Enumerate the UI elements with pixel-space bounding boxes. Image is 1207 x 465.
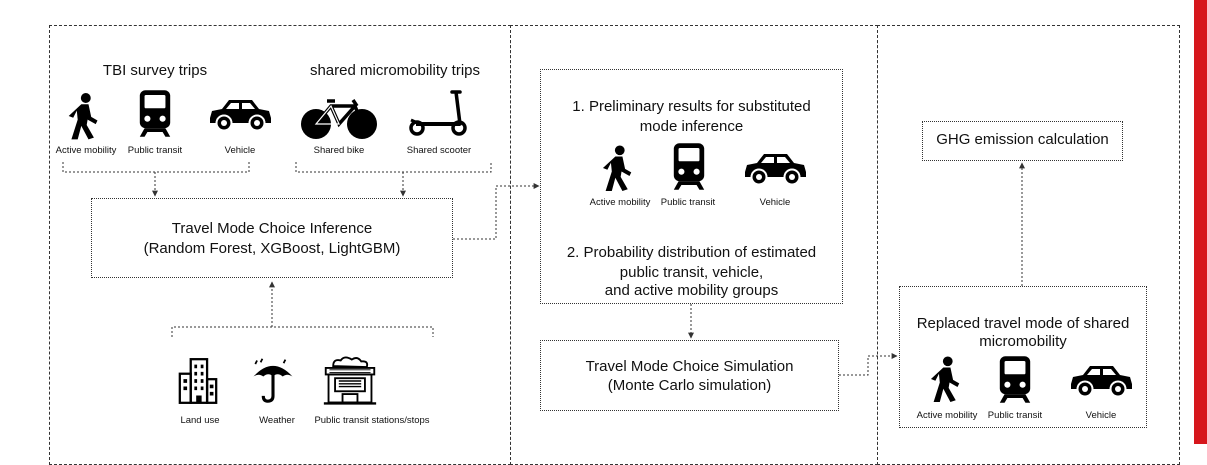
building-icon <box>178 356 218 406</box>
label-shared-bike: Shared bike <box>313 145 365 156</box>
label-public-transit: Public transit <box>660 197 716 208</box>
car-icon <box>743 150 807 186</box>
station-icon <box>322 356 378 406</box>
inference-line1: Travel Mode Choice Inference <box>171 220 373 237</box>
label-active-mobility: Active mobility <box>916 410 978 421</box>
label-transit-stations: Public transit stations/stops <box>314 415 430 426</box>
scooter-icon <box>408 90 468 138</box>
inference-line2: (Random Forest, XGBoost, LightGBM) <box>143 240 401 257</box>
results-item2-line3: and active mobility groups <box>604 282 779 299</box>
bicycle-icon <box>299 96 379 140</box>
label-active-mobility: Active mobility <box>589 197 651 208</box>
umbrella-icon <box>250 356 296 404</box>
simulation-line2: (Monte Carlo simulation) <box>607 377 772 394</box>
walking-person-icon <box>600 145 636 191</box>
train-icon <box>670 141 708 191</box>
label-vehicle: Vehicle <box>1085 410 1117 421</box>
simulation-box <box>540 340 839 411</box>
car-icon <box>208 96 272 132</box>
results-item1-line2: mode inference <box>639 118 744 135</box>
train-icon <box>996 354 1034 404</box>
ghg-label: GHG emission calculation <box>936 131 1109 148</box>
label-vehicle: Vehicle <box>759 197 791 208</box>
walking-person-icon <box>928 356 964 402</box>
replaced-line1: Replaced travel mode of shared <box>916 315 1130 332</box>
label-public-transit: Public transit <box>127 145 183 156</box>
ghg-box <box>922 121 1123 161</box>
replaced-box <box>899 286 1147 428</box>
label-shared-scooter: Shared scooter <box>406 145 472 156</box>
results-item2-line1: 2. Probability distribution of estimated <box>566 244 817 261</box>
label-weather: Weather <box>259 415 295 426</box>
inference-box <box>91 198 453 278</box>
label-land-use: Land use <box>180 415 220 426</box>
accent-bar <box>1194 0 1207 444</box>
car-icon <box>1069 362 1133 398</box>
walking-person-icon <box>66 92 102 140</box>
simulation-line1: Travel Mode Choice Simulation <box>585 358 794 375</box>
tbi-title: TBI survey trips <box>102 62 208 79</box>
replaced-line2: micromobility <box>979 333 1067 350</box>
results-item2-line2: public transit, vehicle, <box>619 264 764 281</box>
train-icon <box>136 88 174 138</box>
label-active-mobility: Active mobility <box>55 145 117 156</box>
results-box <box>540 69 843 304</box>
micro-title: shared micromobility trips <box>309 62 481 79</box>
label-vehicle: Vehicle <box>224 145 256 156</box>
results-item1-line1: 1. Preliminary results for substituted <box>572 98 811 115</box>
label-public-transit: Public transit <box>987 410 1043 421</box>
